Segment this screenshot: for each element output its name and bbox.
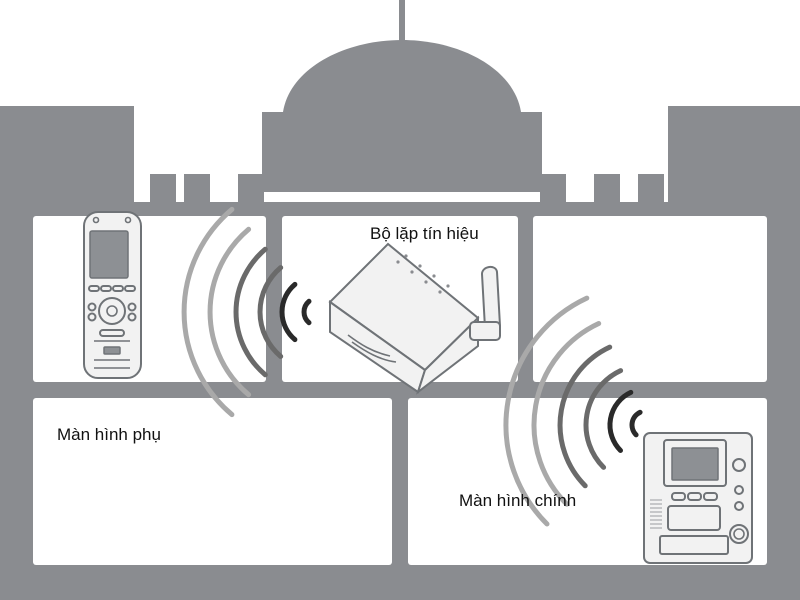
- signal-arc: [233, 246, 268, 378]
- handset-screen: [89, 230, 129, 279]
- handset-dpad: [98, 297, 126, 325]
- signal-arc: [629, 409, 643, 438]
- sub-monitor-label: Màn hình phụ: [57, 425, 161, 444]
- signal-arc: [207, 226, 252, 398]
- signal-waves-icon: [181, 206, 312, 418]
- building-dome: [283, 40, 521, 112]
- room-top-right: [533, 216, 767, 382]
- left-tower: [0, 106, 134, 206]
- signal-arc: [583, 368, 624, 470]
- signal-arc: [257, 265, 284, 359]
- signal-arc: [503, 295, 590, 527]
- signal-arc: [531, 321, 602, 507]
- repeater-indicator-dots: [396, 254, 450, 294]
- signal-arc: [181, 206, 235, 418]
- repeater-label: Bộ lặp tín hiệu: [370, 224, 479, 243]
- main-monitor-label: Màn hình chính: [459, 491, 577, 510]
- building-drum: [262, 112, 542, 192]
- signal-arc: [279, 281, 298, 343]
- right-tower: [668, 106, 800, 206]
- wireless-repeater-icon: [328, 242, 502, 395]
- signal-arc: [607, 389, 634, 453]
- signal-waves-icon: [503, 295, 643, 527]
- portable-handset-icon: [83, 211, 142, 379]
- monitor-screen: [671, 447, 719, 481]
- signal-arc: [301, 298, 312, 326]
- signal-arc: [557, 344, 613, 489]
- antenna-mast: [399, 0, 405, 50]
- room-top-left: [33, 216, 266, 382]
- room-bottom-left: [33, 398, 392, 565]
- monitor-speaker-grille: [650, 499, 662, 529]
- battlements: [150, 174, 664, 206]
- indoor-monitor-icon: [643, 432, 753, 564]
